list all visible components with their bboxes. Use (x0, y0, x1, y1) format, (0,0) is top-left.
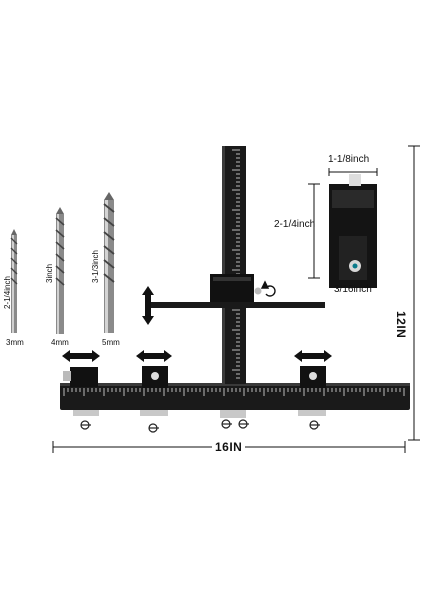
vertical-slider-block (147, 274, 325, 308)
double-arrow-vertical-icon (142, 286, 154, 325)
drill-bit-length-label-4mm: 3inch (45, 263, 54, 283)
drill-bit-length-label-5mm: 3-1/3inch (91, 250, 100, 283)
overall-height-label: 12IN (394, 308, 408, 342)
inset-guide-block (329, 174, 377, 288)
double-arrow-horizontal-icon (62, 350, 332, 362)
drill-bit-3mm (10, 229, 18, 333)
rail-bottom-clamps (73, 410, 326, 418)
left-end-stop (63, 367, 98, 387)
drill-bit-diameter-label-3mm: 3mm (6, 338, 24, 347)
inset-hole-offset-label: 3/16inch (334, 284, 372, 295)
drill-bit-length-label-3mm: 2-1/4inch (3, 276, 12, 309)
vertical-ruler (222, 146, 246, 384)
overall-width-label: 16IN (212, 440, 246, 454)
inset-width-label: 1-1/8inch (328, 154, 370, 165)
drill-bit-diameter-label-4mm: 4mm (51, 338, 69, 347)
sliding-stop-right (300, 366, 326, 388)
sliding-stop-left (142, 366, 168, 388)
screw-icons (80, 419, 320, 433)
drill-bit-4mm (55, 207, 65, 334)
inset-height-label: 2-1/4inch (274, 219, 316, 230)
horizontal-ruler-rail (60, 383, 410, 410)
drill-bit-5mm (103, 192, 115, 333)
drill-bit-diameter-label-5mm: 5mm (102, 338, 120, 347)
rotate-icon (260, 280, 276, 297)
